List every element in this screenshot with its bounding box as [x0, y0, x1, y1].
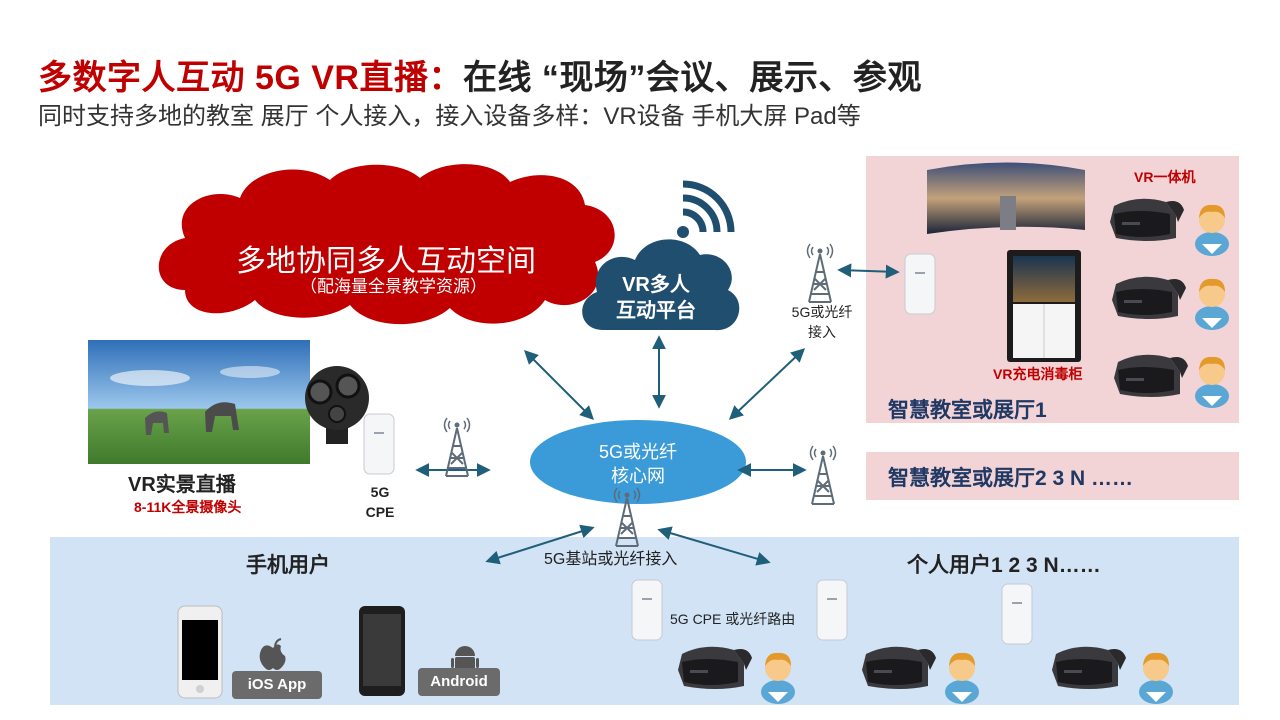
- vr-headset-label: VR一体机: [1134, 169, 1196, 185]
- collaboration-cloud: [158, 164, 615, 325]
- platform-label: VR多人 互动平台: [606, 272, 706, 324]
- vr-camera-icon: [305, 366, 369, 444]
- cpe-router-icon: [631, 579, 663, 641]
- title-highlight: 多数字人互动 5G VR直播：: [38, 59, 463, 97]
- cell-tower-icon: [443, 417, 471, 477]
- cpe-router-icon: [1001, 583, 1033, 645]
- core-network-ellipse: [530, 420, 746, 504]
- classroom-1-label: 智慧教室或展厅1: [888, 399, 1047, 422]
- smartphone-icon: [177, 605, 223, 699]
- classroom-2-panel: [866, 452, 1239, 500]
- cpe-router-icon: [363, 413, 395, 475]
- vr-live-label: VR实景直播: [128, 474, 236, 496]
- cpe-line2: CPE: [365, 504, 395, 520]
- cabinet-label: VR充电消毒柜: [993, 366, 1083, 382]
- connection-arrows: [415, 263, 900, 566]
- android-badge: Android: [418, 668, 500, 696]
- cpe-label: 5G CPE: [358, 482, 402, 522]
- personal-users-label: 个人用户1 2 3 N……: [907, 554, 1101, 577]
- core-line1: 5G或光纤: [598, 442, 677, 462]
- cpe-router-icon: [816, 579, 848, 641]
- cloud-subtitle: （配海量全景教学资源）: [300, 277, 487, 296]
- panorama-photo: [88, 340, 310, 464]
- vr-headset-icon: [1052, 646, 1126, 689]
- vr-headset-icon: [862, 646, 936, 689]
- platform-line2: 互动平台: [616, 300, 696, 322]
- cpe-router-icon: [904, 253, 936, 315]
- page-subtitle: 同时支持多地的教室 展厅 个人接入，接入设备多样：VR设备 手机大屏 Pad等: [38, 103, 861, 130]
- base-station-label: 5G基站或光纤接入: [544, 551, 678, 568]
- user-avatar-icon: [1195, 204, 1229, 256]
- access-line2: 接入: [808, 324, 836, 340]
- vr-headset-icon: [678, 646, 752, 689]
- vr-headset-icon: [1114, 354, 1188, 397]
- phone-users-label: 手机用户: [246, 554, 330, 577]
- core-line2: 核心网: [611, 466, 665, 486]
- cell-tower-icon: [806, 243, 834, 303]
- cell-tower-icon: [613, 487, 641, 547]
- cpe-router-label: 5G CPE 或光纤路由: [670, 611, 796, 627]
- classroom-panorama-photo: [927, 162, 1085, 234]
- user-avatar-icon: [1139, 652, 1173, 704]
- android-icon: [451, 646, 479, 670]
- classroom-2-label: 智慧教室或展厅2 3 N ……: [888, 467, 1134, 490]
- title-rest: 在线 “现场”会议、展示、参观: [462, 59, 922, 97]
- user-avatar-icon: [1195, 356, 1229, 408]
- camera-label: 8-11K全景摄像头: [134, 499, 242, 515]
- cpe-line1: 5G: [370, 484, 390, 500]
- user-avatar-icon: [761, 652, 795, 704]
- vr-headset-icon: [1110, 198, 1184, 241]
- access-label: 5G或光纤 接入: [784, 302, 860, 342]
- smartphone-icon: [359, 606, 405, 696]
- apple-icon: [259, 638, 286, 670]
- cell-tower-icon: [809, 445, 837, 505]
- core-network-label: 5G或光纤 核心网: [548, 440, 728, 488]
- ios-app-badge: iOS App: [232, 671, 322, 699]
- platform-cloud: [582, 239, 740, 331]
- user-avatar-icon: [1195, 278, 1229, 330]
- platform-line1: VR多人: [622, 274, 690, 296]
- vr-charging-cabinet: [1007, 250, 1081, 362]
- page-title: 多数字人互动 5G VR直播：在线 “现场”会议、展示、参观: [38, 50, 922, 99]
- user-avatar-icon: [945, 652, 979, 704]
- vr-headset-icon: [1112, 276, 1186, 319]
- access-line1: 5G或光纤: [791, 304, 853, 320]
- cloud-title: 多地协同多人互动空间: [236, 245, 536, 278]
- wifi-signal-icon: [677, 180, 735, 238]
